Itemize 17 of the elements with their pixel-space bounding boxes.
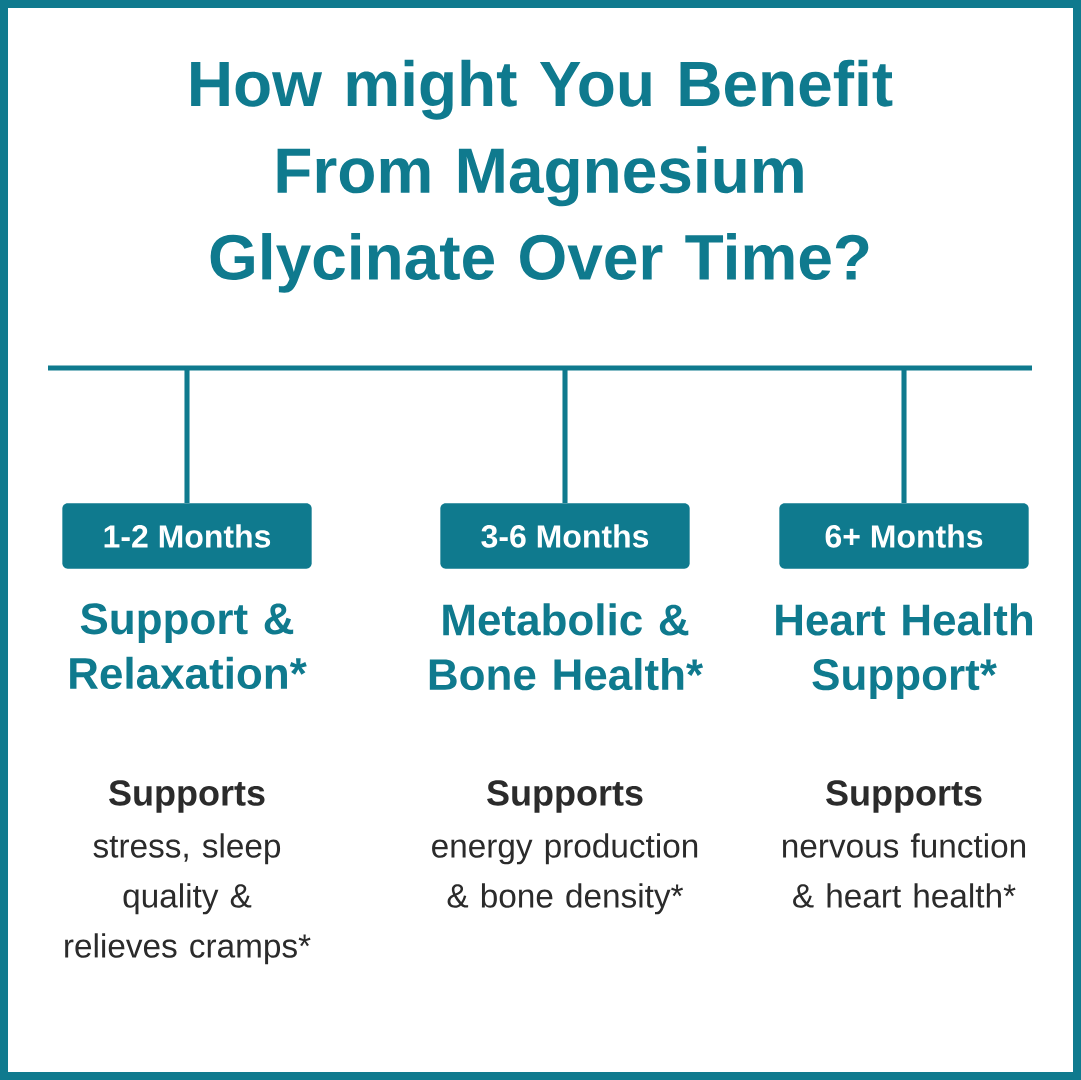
connector-line xyxy=(184,368,190,504)
title: How might You Benefit From Magnesium Glycinate Over Time? xyxy=(191,59,893,293)
benefit-heading: Support & Relaxation* xyxy=(70,603,307,690)
month-badge: 3-6 Months xyxy=(440,503,690,569)
benefit-description: stress, sleep quality & relieves cramps* xyxy=(65,833,311,965)
benefit-description: nervous function & heart health* xyxy=(783,833,1025,908)
benefit-heading: Heart Health Support* xyxy=(776,603,1033,699)
supports-heading: Supports xyxy=(826,780,982,813)
month-badge: 1-2 Months xyxy=(62,503,312,569)
supports-heading: Supports xyxy=(109,780,265,813)
benefit-heading: Metabolic & Bone Health* xyxy=(429,603,704,691)
supports-heading: Supports xyxy=(487,780,643,813)
connector-line xyxy=(901,368,907,504)
month-badge: 6+ Months xyxy=(779,503,1029,569)
timeline-bar xyxy=(48,365,1032,371)
benefit-description: energy production & bone density* xyxy=(432,833,698,915)
connector-line xyxy=(562,368,568,504)
